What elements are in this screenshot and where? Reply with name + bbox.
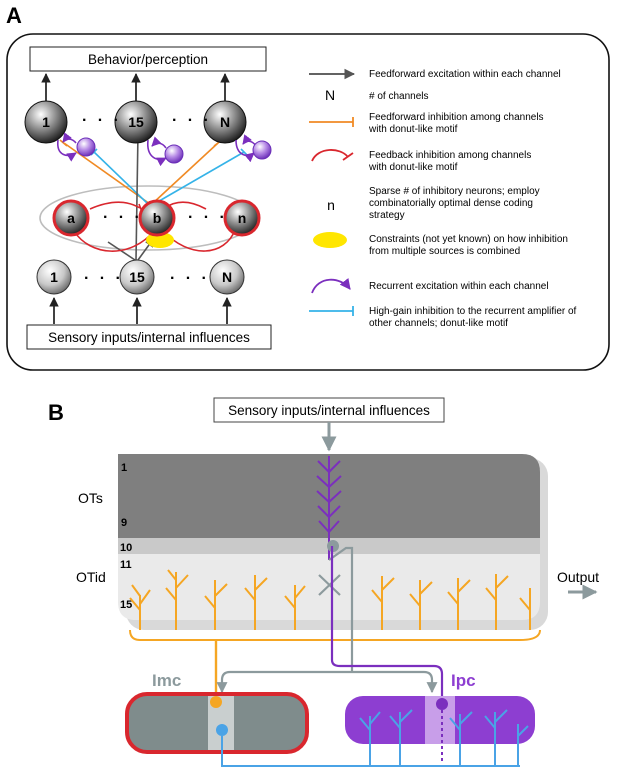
output-node-n-label: N <box>220 114 230 130</box>
input-node-15 <box>119 259 155 295</box>
inhib-dots-left: · · · <box>103 209 143 226</box>
otid-label: OTid <box>76 569 106 585</box>
legend-text-8: High-gain inhibition to the recurrent am… <box>369 306 579 329</box>
amplifier-node-n <box>252 140 272 160</box>
input-node-15-label: 15 <box>129 269 145 285</box>
output-node-1-label: 1 <box>42 114 50 130</box>
output-node-15-label: 15 <box>128 114 144 130</box>
input-node-1 <box>36 259 72 295</box>
output-dots-right: · · · <box>172 112 212 129</box>
inhib-node-b-label: b <box>153 210 162 226</box>
amplifier-node-15 <box>164 144 184 164</box>
inhib-node-b <box>138 199 176 237</box>
ots-label: OTs <box>78 490 103 506</box>
legend-fb-inhibition-icon <box>311 149 349 162</box>
output-label: Output <box>557 569 599 585</box>
panel-a-frame <box>6 33 610 371</box>
otid-layer <box>118 554 540 620</box>
output-dots-left: · · · <box>82 112 122 129</box>
gray-pathways <box>216 546 438 694</box>
inhib-node-a <box>52 199 90 237</box>
layer-label-1: 1 <box>121 462 127 474</box>
ff-inhibition-lines <box>59 139 223 205</box>
input-dots-right: · · · <box>170 270 210 287</box>
legend-text-1: Feedforward excitation within each chann… <box>369 69 561 80</box>
legend-constraint-icon <box>313 232 347 248</box>
panel-b-label: B <box>48 400 64 425</box>
amplifier-node-1 <box>76 137 96 157</box>
inhib-dots-right: · · · <box>188 209 228 226</box>
layer-label-9: 9 <box>121 517 127 529</box>
inhib-node-a-label: a <box>67 210 75 226</box>
blue-pathways <box>221 709 529 767</box>
input-node-n <box>209 259 245 295</box>
imc-label: Imc <box>152 671 181 690</box>
output-node-15 <box>114 100 158 144</box>
imc-soma-orange <box>210 696 222 708</box>
layer-label-10: 10 <box>120 542 132 554</box>
inhib-node-n <box>223 199 261 237</box>
legend-text-3: Feedforward inhibition among channels wi… <box>368 112 546 135</box>
output-node-n <box>203 100 247 144</box>
inhib-node-n-label: n <box>238 210 247 226</box>
legend-recurrent-icon <box>311 278 351 294</box>
input-node-1-label: 1 <box>50 269 58 285</box>
legend-text-7: Recurrent excitation within each channel <box>369 281 549 292</box>
ipc-pathway <box>330 546 444 700</box>
legend-text-2: # of channels <box>369 91 429 102</box>
b-sensory-inputs-label: Sensory inputs/internal influences <box>228 403 430 418</box>
panel-a-label: A <box>6 3 22 28</box>
behavior-perception-box <box>29 46 267 72</box>
imc-soma-blue <box>216 724 228 736</box>
sensory-inputs-box <box>26 324 272 350</box>
behavior-perception-label: Behavior/perception <box>88 52 208 67</box>
sensory-inputs-label: Sensory inputs/internal influences <box>48 330 250 345</box>
ipc-label: Ipc <box>451 671 476 690</box>
output-node-1 <box>24 100 68 144</box>
layer-label-15: 15 <box>120 599 132 611</box>
panel-a: A Behavior/perception <box>6 3 610 371</box>
legend: Feedforward excitation within each chann… <box>309 68 579 329</box>
input-dots-left: · · · <box>84 270 124 287</box>
legend-symbol-N: N <box>325 87 335 103</box>
layer-label-11: 11 <box>120 559 132 571</box>
legend-text-6: Constraints (not yet known) on how inhib… <box>369 234 571 257</box>
otid-dendrites <box>129 569 541 641</box>
ipc-soma <box>436 698 448 710</box>
legend-symbol-n: n <box>327 197 335 213</box>
recurrent-loops <box>57 132 257 167</box>
legend-text-5: Sparse # of inhibitory neurons; employ c… <box>369 186 542 221</box>
input-node-n-label: N <box>222 269 232 285</box>
panel-b: B Sensory inputs/internal influences OTs… <box>48 397 599 767</box>
legend-text-4: Feedback inhibition among channels with … <box>368 150 534 173</box>
